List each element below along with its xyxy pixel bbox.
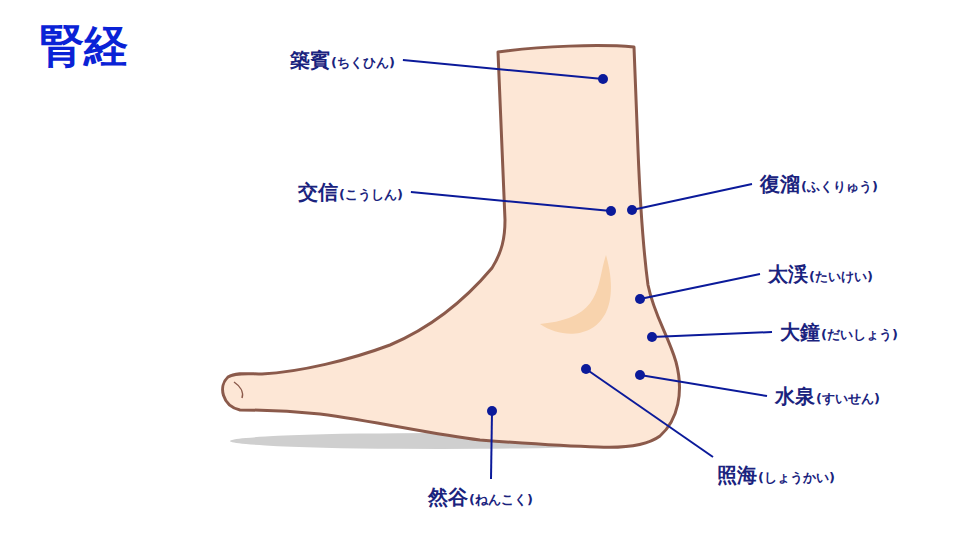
point-name: 然谷	[428, 485, 468, 509]
point-name: 水泉	[775, 384, 815, 408]
point-reading: (たいけい)	[809, 269, 873, 285]
title: 腎経	[40, 22, 128, 70]
point-label-group: 大鐘(だいしょう)	[780, 320, 898, 344]
leader-line	[640, 274, 760, 299]
point-reading: (こうしん)	[339, 187, 403, 203]
point-reading: (だいしょう)	[821, 327, 898, 343]
point-name: 太渓	[768, 262, 808, 286]
point-label-group: 太渓(たいけい)	[768, 262, 873, 286]
acupoint-dot	[627, 205, 637, 215]
toe-line	[234, 382, 243, 398]
leader-line	[640, 375, 767, 396]
acupoint-dot	[487, 406, 497, 416]
acupoint-dot	[647, 332, 657, 342]
point-label-group: 水泉(すいせん)	[775, 384, 880, 408]
point-reading: (すいせん)	[816, 391, 880, 407]
acupoint-dot	[635, 294, 645, 304]
point-reading: (ちくひん)	[331, 55, 395, 71]
point-reading: (しょうかい)	[758, 470, 835, 486]
leader-line	[586, 369, 713, 457]
point-label-group: 交信(こうしん)	[298, 180, 403, 204]
leader-line	[632, 184, 752, 210]
point-reading: (ふくりゅう)	[801, 179, 878, 195]
point-name: 交信	[298, 180, 338, 204]
leader-line	[411, 192, 611, 211]
point-reading: (ねんこく)	[469, 492, 533, 508]
ankle-bone	[540, 255, 611, 334]
point-label-group: 然谷(ねんこく)	[428, 485, 533, 509]
point-name: 大鐘	[780, 320, 820, 344]
leader-line	[403, 60, 603, 79]
acupoint-dot	[581, 364, 591, 374]
acupoint-dot	[598, 74, 608, 84]
leader-line	[652, 332, 772, 337]
point-label-group: 照海(しょうかい)	[717, 463, 835, 487]
leader-line	[491, 411, 492, 479]
acupoint-dot	[635, 370, 645, 380]
point-name: 照海	[717, 463, 757, 487]
point-name: 復溜	[760, 172, 800, 196]
point-name: 築賓	[290, 48, 330, 72]
point-label-group: 復溜(ふくりゅう)	[760, 172, 878, 196]
acupoint-dot	[606, 206, 616, 216]
point-label-group: 築賓(ちくひん)	[290, 48, 395, 72]
